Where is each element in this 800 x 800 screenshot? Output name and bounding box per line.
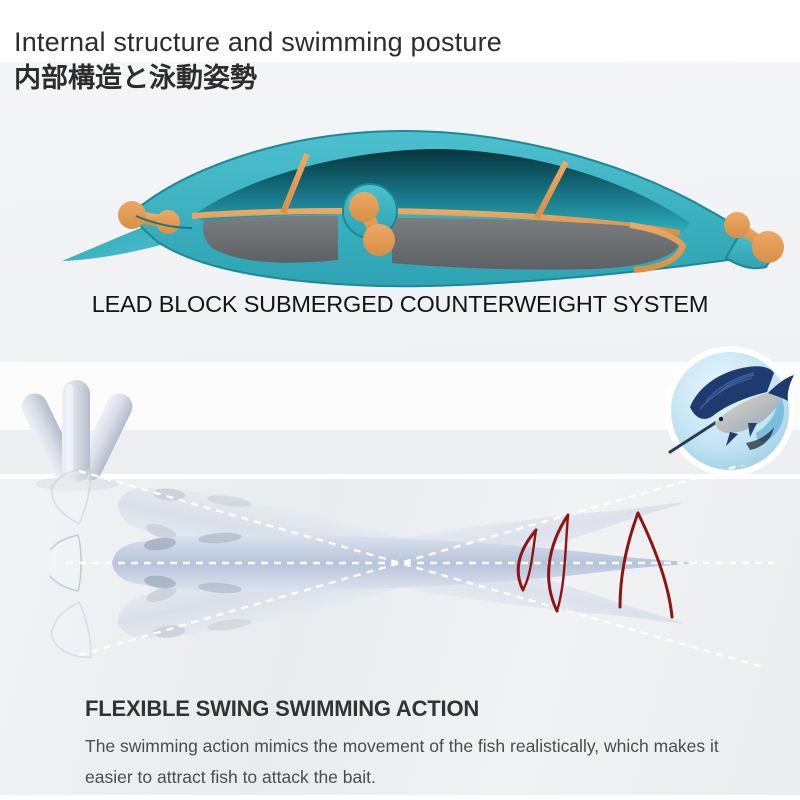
sailfish-tail	[768, 375, 794, 401]
background-band	[0, 795, 800, 800]
page-title-japanese: 内部構造と泳動姿勢	[14, 63, 257, 93]
swing-arrows-icon	[516, 511, 674, 619]
page-title: Internal structure and swimming posture	[14, 27, 503, 57]
swim-section-description: The swimming action mimics the movement …	[85, 736, 719, 787]
sailfish-body	[715, 392, 783, 434]
jaw-line	[135, 215, 193, 229]
lead-block-caption: LEAD BLOCK SUBMERGED COUNTERWEIGHT SYSTE…	[91, 291, 709, 317]
weight-strut-left	[280, 152, 310, 215]
front-line-tie	[118, 201, 180, 234]
background-band	[0, 0, 800, 62]
weight-strut-right	[534, 160, 569, 220]
weight-frame-line	[191, 207, 681, 236]
water-splash	[756, 387, 784, 442]
lure-cutaway-illustration	[62, 130, 784, 288]
weight-frame-curve	[629, 222, 687, 273]
sailfish-bill	[668, 421, 717, 454]
background-band	[0, 479, 800, 795]
swim-section-heading: FLEXIBLE SWING SWIMMING ACTION	[85, 696, 480, 721]
axis-dashed-lines	[66, 465, 780, 669]
belly-hook-hanger	[349, 192, 395, 256]
tail-hook-hanger	[724, 212, 784, 263]
sailfish-icon	[665, 346, 795, 475]
swim-action-illustration	[50, 465, 780, 669]
lead-block-rear	[392, 218, 680, 270]
background-band	[0, 474, 800, 479]
lead-block-front	[202, 215, 338, 263]
background-band	[0, 430, 800, 474]
sailfish-sail	[690, 366, 774, 419]
